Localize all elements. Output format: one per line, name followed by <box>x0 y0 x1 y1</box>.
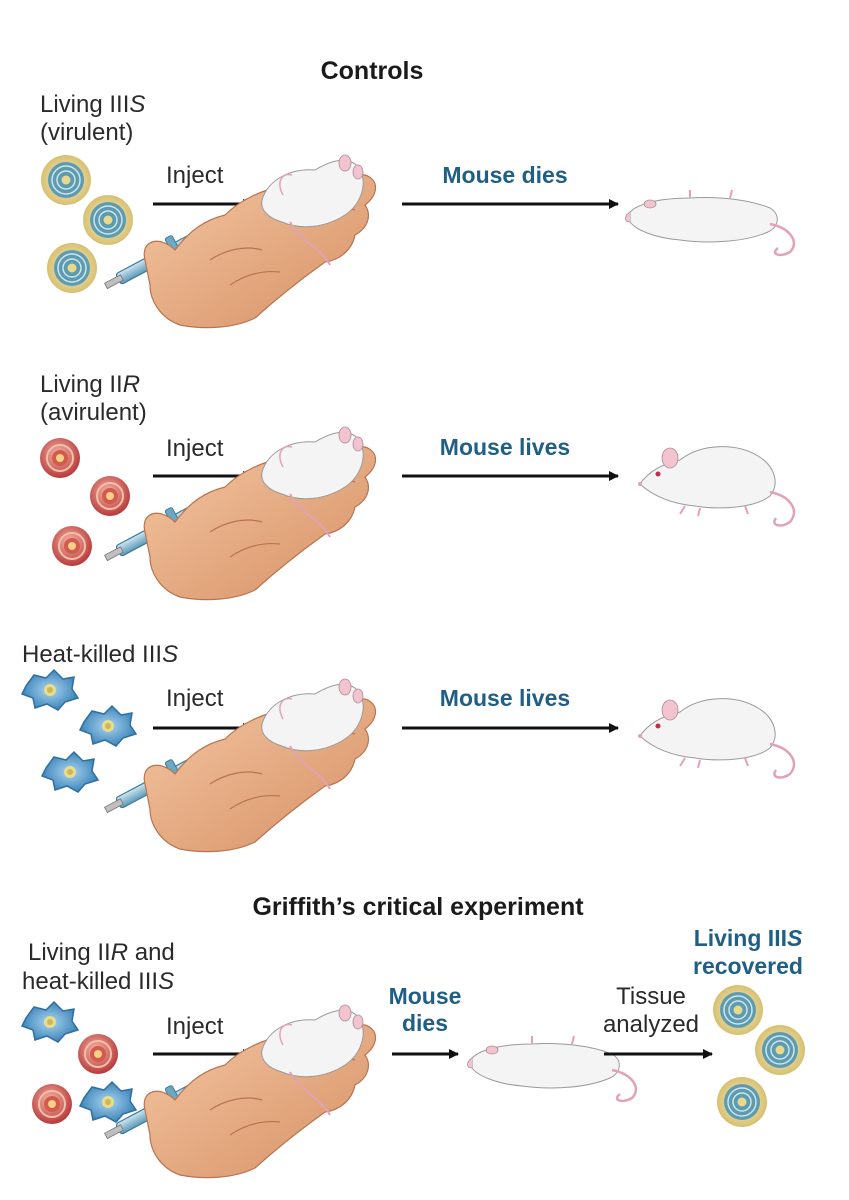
panel1-result-label: Mouse dies <box>442 162 567 188</box>
panel3-source-label: Heat-killed IIIS <box>22 641 178 668</box>
panel-virulent: Living IIIS (virulent) Inject Mouse dies <box>40 91 796 329</box>
live-mouse <box>636 445 796 527</box>
live-mouse <box>636 697 796 779</box>
recovered-virulent-cell <box>754 1024 806 1076</box>
panel4-result-sublabel: dies <box>402 1010 448 1036</box>
panel1-source-sublabel: (virulent) <box>40 119 133 146</box>
virulent-cell <box>82 194 134 246</box>
virulent-cell <box>46 242 98 294</box>
panel1-inject-label: Inject <box>166 162 224 189</box>
dead-mouse <box>466 1034 638 1103</box>
hand-syringe-mouse <box>98 154 377 329</box>
panel2-source-sublabel: (avirulent) <box>40 399 147 426</box>
dead-mouse <box>624 188 796 257</box>
panel-critical: Living IIR and heat-killed IIIS Inject M… <box>21 925 806 1179</box>
tissue-analyzed-sublabel: analyzed <box>603 1011 699 1038</box>
panel1-source-label: Living IIIS <box>40 91 145 118</box>
heat-killed-cell <box>21 669 79 711</box>
avirulent-cell <box>31 1083 73 1125</box>
avirulent-cell <box>89 475 131 517</box>
panel4-result-label: Mouse <box>389 983 462 1009</box>
panel2-source-label: Living IIR <box>40 371 140 398</box>
panel2-inject-label: Inject <box>166 435 224 462</box>
recovered-virulent-cell <box>712 984 764 1036</box>
panel3-result-label: Mouse lives <box>440 685 570 711</box>
critical-experiment-heading: Griffith’s critical experiment <box>252 893 584 921</box>
heat-killed-cell <box>79 1081 137 1123</box>
outcome-sublabel: recovered <box>693 953 803 979</box>
panel3-inject-label: Inject <box>166 685 224 712</box>
panel4-source-sublabel: heat-killed IIIS <box>22 968 174 995</box>
virulent-cell <box>40 154 92 206</box>
panel-heat-killed: Heat-killed IIIS Inject Mouse lives <box>21 641 796 853</box>
panel-avirulent: Living IIR (avirulent) Inject Mouse live… <box>39 371 796 601</box>
avirulent-cell <box>51 525 93 567</box>
outcome-label: Living IIIS <box>694 925 803 951</box>
avirulent-cell <box>39 437 81 479</box>
hand-syringe-mouse <box>98 678 377 853</box>
tissue-analyzed-label: Tissue <box>616 983 686 1010</box>
hand-syringe-mouse <box>98 426 377 601</box>
hand-syringe-mouse <box>98 1004 377 1179</box>
heat-killed-cell <box>41 751 99 793</box>
recovered-virulent-cell <box>716 1076 768 1128</box>
heat-killed-cell <box>79 705 137 747</box>
controls-heading: Controls <box>321 57 424 85</box>
panel4-inject-label: Inject <box>166 1013 224 1040</box>
avirulent-cell <box>77 1033 119 1075</box>
panel2-result-label: Mouse lives <box>440 434 570 460</box>
heat-killed-cell <box>21 1001 79 1043</box>
panel4-source-label: Living IIR and <box>28 939 175 966</box>
